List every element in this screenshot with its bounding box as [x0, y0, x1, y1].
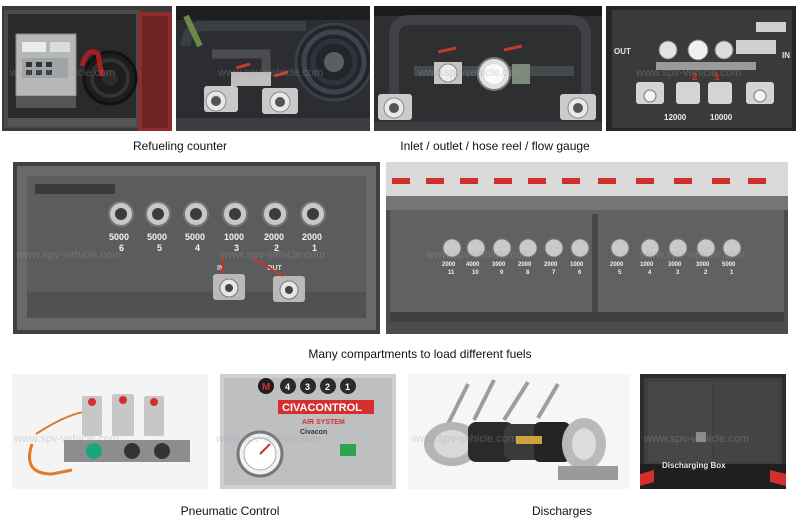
compartment-6: 6 — [578, 270, 582, 276]
compartment-2: 2 — [274, 243, 279, 253]
compartment-4: 4 — [195, 243, 200, 253]
in-label: IN — [217, 265, 224, 272]
capacity-7: 2000 — [544, 262, 558, 268]
discharging-box-image: Discharging Box — [640, 374, 786, 489]
compartment-8: 8 — [526, 270, 530, 276]
photo-control-panel: M 4 3 2 1 CIVACONTROL AIR SYSTEM Civacon — [220, 374, 396, 489]
compartment-5: 5 — [157, 243, 162, 253]
capacity-12000: 12000 — [664, 113, 687, 122]
hose-reel-inlet-image — [176, 6, 370, 131]
caption-discharges: Discharges — [531, 504, 593, 518]
capacity-2: 2000 — [264, 232, 284, 242]
discharging-box-label: Discharging Box — [662, 461, 726, 470]
capacity-1: 5000 — [722, 262, 736, 268]
capacity-3: 1000 — [224, 232, 244, 242]
pneumatic-valves-image — [12, 374, 208, 489]
capacity-5: 5000 — [147, 232, 167, 242]
right-valve-row — [610, 238, 742, 258]
left-valve-row — [442, 238, 590, 258]
capacity-8: 2000 — [518, 262, 532, 268]
compartment-10: 10 — [472, 270, 479, 276]
civacontrol-brand: CIVACONTROL — [282, 402, 362, 414]
compartment-11: 11 — [448, 270, 455, 276]
compartment-number-1: 1 — [714, 72, 720, 83]
compartment-1: 1 — [312, 243, 317, 253]
capacity-6: 5000 — [109, 232, 129, 242]
compartment-3: 3 — [234, 243, 239, 253]
capacity-9: 3000 — [492, 262, 506, 268]
compartment-6: 6 — [119, 243, 124, 253]
m-button: M — [262, 382, 270, 393]
in-label: IN — [782, 51, 790, 60]
refueling-counter-image — [2, 6, 172, 131]
caption-refueling-counter: Refueling counter — [132, 139, 228, 153]
photo-flow-gauge — [374, 6, 602, 131]
photo-discharging-box: Discharging Box — [640, 374, 786, 489]
compartment-7: 7 — [552, 270, 556, 276]
button-4: 4 — [285, 382, 290, 392]
compartment-3: 3 — [676, 270, 680, 276]
out-label: OUT — [614, 47, 631, 56]
compartment-1: 1 — [730, 270, 734, 276]
flow-gauge-image — [374, 6, 602, 131]
air-system-label: AIR SYSTEM — [302, 419, 345, 426]
discharges-image — [408, 374, 630, 489]
outlet-panel-image: OUT IN 2 1 12000 10000 — [606, 6, 796, 131]
capacity-11: 2000 — [442, 262, 456, 268]
photo-six-compartments: 5000 5000 5000 1000 2000 2000 6 5 4 3 2 … — [13, 162, 380, 334]
caption-inlet-outlet: Inlet / outlet / hose reel / flow gauge — [400, 139, 590, 153]
compartment-number-2: 2 — [692, 72, 698, 83]
photo-refueling-counter — [2, 6, 172, 131]
caption-compartments: Many compartments to load different fuel… — [308, 347, 532, 361]
button-3: 3 — [305, 382, 310, 392]
button-2: 2 — [325, 382, 330, 392]
capacity-4: 5000 — [185, 232, 205, 242]
capacity-10000: 10000 — [710, 113, 733, 122]
eleven-compartments-image: 2000 4000 3000 2000 2000 1000 11 10 9 8 … — [386, 162, 788, 334]
top-valve-row — [108, 201, 326, 227]
photo-pneumatic-valves — [12, 374, 208, 489]
capacity-5: 2000 — [610, 262, 624, 268]
compartment-4: 4 — [648, 270, 652, 276]
compartment-2: 2 — [704, 270, 708, 276]
photo-discharges — [408, 374, 630, 489]
button-1: 1 — [345, 382, 350, 392]
civacon-maker: Civacon — [300, 429, 327, 436]
out-label: OUT — [267, 265, 283, 272]
capacity-2: 3000 — [696, 262, 710, 268]
capacity-3: 3000 — [668, 262, 682, 268]
photo-hose-reel-inlet — [176, 6, 370, 131]
compartment-9: 9 — [500, 270, 504, 276]
photo-eleven-compartments: 2000 4000 3000 2000 2000 1000 11 10 9 8 … — [386, 162, 788, 334]
six-compartments-image: 5000 5000 5000 1000 2000 2000 6 5 4 3 2 … — [13, 162, 380, 334]
control-panel-image: M 4 3 2 1 CIVACONTROL AIR SYSTEM Civacon — [220, 374, 396, 489]
capacity-10: 4000 — [466, 262, 480, 268]
capacity-4: 1000 — [640, 262, 654, 268]
capacity-6: 1000 — [570, 262, 584, 268]
photo-outlet-panel: OUT IN 2 1 12000 10000 — [606, 6, 796, 131]
compartment-5: 5 — [618, 270, 622, 276]
caption-pneumatic-control: Pneumatic Control — [180, 504, 280, 518]
capacity-1: 2000 — [302, 232, 322, 242]
